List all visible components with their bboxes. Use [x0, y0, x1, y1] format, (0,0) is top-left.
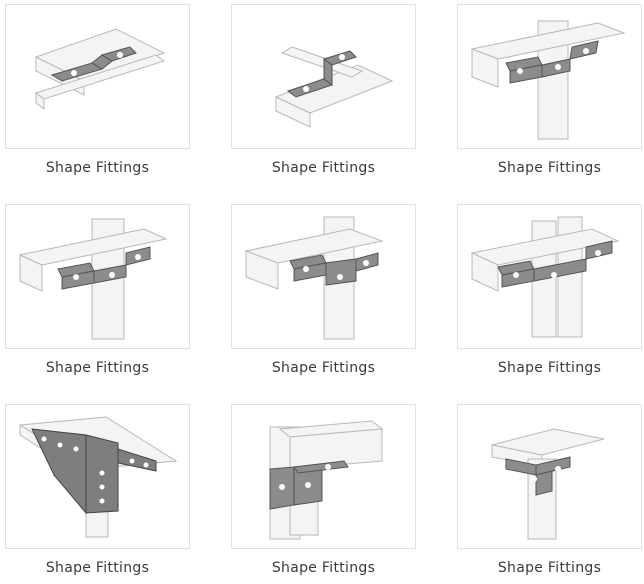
z-bracket-cross-icon	[34, 28, 166, 110]
product-caption-4[interactable]: Shape Fittings	[45, 360, 150, 376]
u-bracket-double-post-icon	[470, 216, 620, 338]
product-card-6[interactable]	[457, 204, 642, 349]
product-card-4[interactable]	[5, 204, 190, 349]
u-bracket-post-deep-icon	[244, 216, 384, 340]
product-caption-8[interactable]: Shape Fittings	[271, 560, 376, 576]
product-caption-6[interactable]: Shape Fittings	[497, 360, 602, 376]
u-bracket-post-icon	[470, 20, 626, 140]
gusset-bracket-icon	[18, 416, 178, 538]
product-card-2[interactable]	[231, 4, 416, 149]
product-caption-3[interactable]: Shape Fittings	[497, 160, 602, 176]
product-card-1[interactable]	[5, 4, 190, 149]
product-caption-7[interactable]: Shape Fittings	[45, 560, 150, 576]
z-bracket-cross-alt-icon	[274, 46, 394, 128]
u-bracket-post-alt-icon	[18, 218, 168, 340]
three-way-corner-bracket-icon	[491, 428, 605, 540]
product-card-3[interactable]	[457, 4, 642, 149]
corner-bracket-post-icon	[269, 420, 384, 540]
product-card-7[interactable]	[5, 404, 190, 549]
product-card-8[interactable]	[231, 404, 416, 549]
product-caption-2[interactable]: Shape Fittings	[271, 160, 376, 176]
product-caption-1[interactable]: Shape Fittings	[45, 160, 150, 176]
product-card-9[interactable]	[457, 404, 642, 549]
product-card-5[interactable]	[231, 204, 416, 349]
product-caption-5[interactable]: Shape Fittings	[271, 360, 376, 376]
product-caption-9[interactable]: Shape Fittings	[497, 560, 602, 576]
